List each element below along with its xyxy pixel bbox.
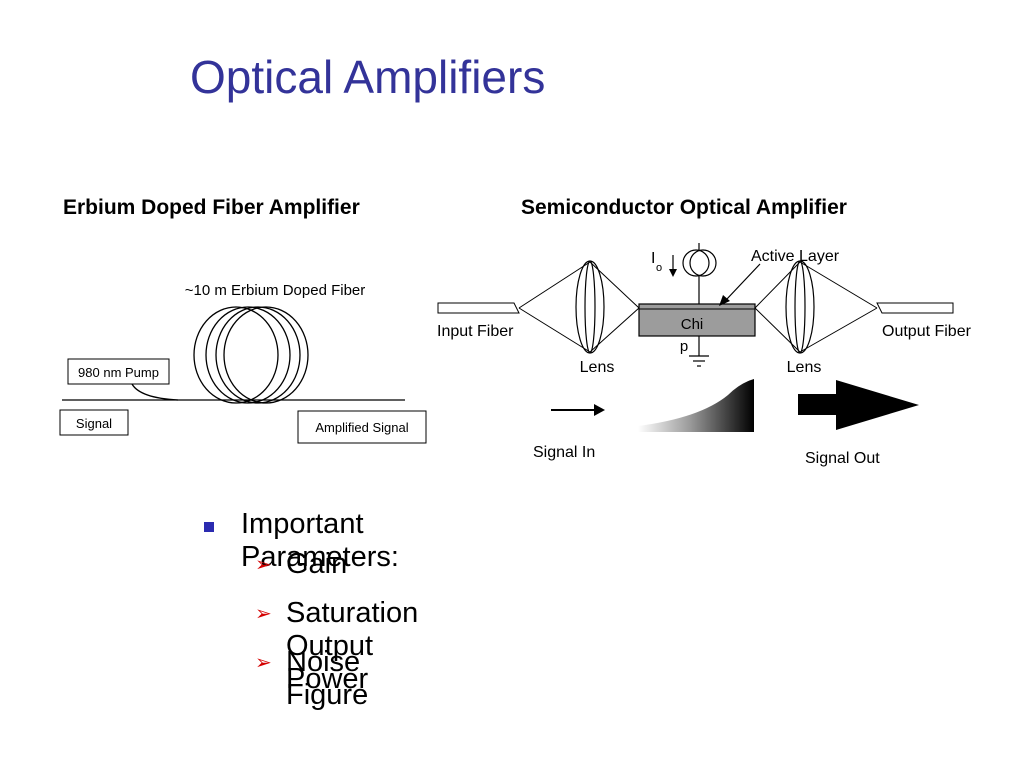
active-layer-label: Active Layer [751, 248, 840, 265]
parameters-heading: Important Parameters: [241, 508, 399, 573]
pump-coupler-line [131, 383, 179, 401]
fiber-coil [193, 306, 309, 404]
square-bullet-icon [204, 522, 214, 532]
gain-profile [638, 379, 754, 432]
lens-right-label: Lens [787, 359, 822, 376]
parameter-label: Gain [286, 548, 348, 580]
soa-heading: Semiconductor Optical Amplifier [521, 196, 847, 219]
signal-out-label: Signal Out [805, 450, 880, 467]
left-lens [575, 260, 605, 354]
signal-box [59, 409, 129, 436]
signal-label: Signal [76, 416, 112, 431]
fiber-label: ~10 m Erbium Doped Fiber [185, 282, 366, 299]
parameter-label: Noise Figure [286, 646, 369, 711]
output-fiber-label: Output Fiber [882, 323, 972, 340]
amplified-signal-label: Amplified Signal [315, 420, 408, 435]
signal-out-arrow [798, 380, 919, 430]
soa-diagram: Input Fiber Lens Chi p I o [437, 243, 972, 467]
chip-label-line2: p [680, 338, 688, 355]
slide-title: Optical Amplifiers [190, 51, 546, 103]
active-layer-pointer [725, 263, 761, 301]
arrow-bullet-icon: ➢ [255, 652, 272, 674]
signal-in-label: Signal In [533, 444, 595, 461]
edfa-diagram: ~10 m Erbium Doped Fiber 980 nm Pump Sig… [59, 282, 427, 444]
pump-box [67, 358, 170, 385]
pump-label: 980 nm Pump [78, 365, 159, 380]
arrow-bullet-icon: ➢ [255, 603, 272, 625]
lens-left-label: Lens [580, 359, 615, 376]
output-fiber [876, 302, 954, 314]
input-fiber [437, 302, 520, 314]
current-source [682, 243, 717, 367]
chip-label-line1: Chi [681, 316, 704, 333]
input-fiber-label: Input Fiber [437, 323, 514, 340]
right-lens [785, 260, 815, 354]
current-symbol: I [651, 250, 655, 267]
current-subscript: o [656, 262, 662, 274]
arrow-bullet-icon: ➢ [255, 554, 272, 576]
amplified-signal-box [297, 410, 427, 444]
parameter-label: Saturation Output Power [286, 597, 419, 695]
edfa-heading: Erbium Doped Fiber Amplifier [63, 196, 360, 219]
